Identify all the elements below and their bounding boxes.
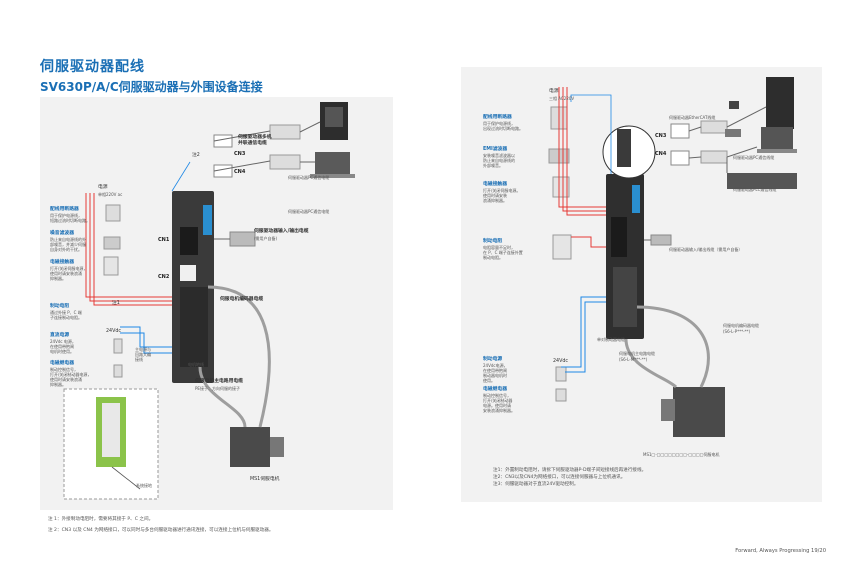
right-ethercat-cable: 伺服驱动器EtherCAT线缆 [669, 115, 716, 120]
page-title: 伺服驱动器配线 [40, 59, 145, 75]
left-cn1-tag: CN1 [158, 237, 170, 243]
right-vdc24: 24Vdc [553, 359, 569, 364]
right-cn4-tag: CN4 [655, 151, 667, 157]
right-power-label: 电源 [549, 89, 559, 94]
left-breaker-title: 配线用断路器 [50, 207, 79, 212]
left-filter-desc: 防止来自电源线的外 部噪音，并减少伺服 自身对外的干扰。 [50, 237, 86, 252]
bottom-note-2: 注 2：CN3 以及 CN4 为网络接口，可以同时与多台伺服驱动器进行通讯连接，… [48, 528, 274, 533]
left-contactor-desc: 打开/关闭伺服电源， 使用时请安装浪涌 抑制器。 [50, 266, 88, 281]
right-encoder-cable: 伺服电机编码器电缆 [723, 323, 759, 328]
right-io-cable: 伺服驱动器输入/输出线缆（需用户自备） [669, 247, 743, 252]
right-pc-cable: 伺服驱动器PC通信线缆 [733, 155, 775, 160]
left-ground-note: 主电源与 回路大编 接线 [135, 347, 151, 362]
right-diagram-drawing [548, 77, 797, 437]
left-resistor-desc: 通过外接 P、C 端 子连接制动电阻。 [50, 310, 82, 320]
right-contactor-title: 电磁接触器 [483, 182, 507, 187]
left-multi-cable-title: 伺服驱动器多机 并联通信电缆 [238, 135, 272, 146]
left-note-2: 注2 [192, 153, 200, 158]
right-motor-model: (S6-L-M***-**) [619, 357, 648, 362]
left-breaker-desc: 用于保护电源线， 短路过流时切断电路。 [50, 213, 90, 223]
right-brake-relay-desc: 制动控制信号， 打开/关闭制动器 电源。使用时请 安装浪涌抑制器。 [483, 393, 515, 413]
left-brake-relay-title: 电磁继电器 [50, 361, 74, 366]
right-dc24-title: 制动电源 [483, 357, 503, 362]
left-cn2-tag: CN2 [158, 274, 170, 280]
right-encoder-model: (S6-L-P***-**) [723, 329, 751, 334]
left-ground-caption: 电机地线 [188, 362, 204, 367]
left-dc24-title: 直流电源 [50, 333, 70, 338]
right-motor-label: MS1□-□□□□□□□□-□□□□伺服电机 [643, 452, 720, 457]
left-vdc24: 24Vdc [106, 329, 122, 334]
right-emi-desc: 安装噪音滤波器以 防止来自电源线的 外部噪音。 [483, 153, 515, 168]
right-cn3-tag: CN3 [655, 133, 667, 139]
right-dc24-desc: 24Vdc电源， 在使用带抱闸 制动器电机时 使用。 [483, 363, 508, 383]
left-motor-label: MS1伺服电机 [250, 477, 280, 482]
right-emi-title: EMI滤波器 [483, 147, 508, 152]
left-brake-relay-desc: 制动控制信号， 打开/关闭制动器电源， 使用时请安装浪涌 抑制器。 [50, 367, 92, 387]
page-footer: Forward, Always Progressing 19/20 [735, 548, 826, 554]
right-note-1: 注1：外置制动电阻时，请拆下伺服驱动器P-D端子间短接线后再进行接线。 [493, 468, 647, 473]
left-power-spec: 单相220V ac [98, 192, 123, 197]
left-wiring-diagram: 注2 电源 单相220V ac 配线用断路器 用于保护电源线， 短路过流时切断电… [40, 97, 393, 510]
left-motor-cable-title: 伺服电机主电路用电缆 [195, 379, 243, 384]
right-brake-cable: 单对制动器电缆 [597, 337, 625, 342]
right-breaker-title: 配线用断路器 [483, 115, 512, 120]
left-io-cable-sub: (需用户自备) [254, 236, 278, 241]
right-brake-relay-title: 电磁继电器 [483, 387, 507, 392]
left-brake-box-label: 系统接地 [136, 483, 152, 488]
right-resistor-desc: 电阻容量不足时， 在 P、C 端子连接外置 制动电阻。 [483, 245, 523, 260]
left-pc-cable-2: 伺服驱动器PC通信电缆 [288, 209, 330, 214]
left-pc-cable: 伺服驱动器PC通信电缆 [288, 175, 330, 180]
left-contactor-title: 电磁接触器 [50, 260, 74, 265]
left-power-label: 电源 [98, 185, 108, 190]
bottom-note-1: 注 1：外接制动电阻时，需要将其接于 P、C 之间。 [48, 517, 154, 522]
right-contactor-desc: 打开/关闭伺服电源。 使用时请安装 浪涌抑制器。 [483, 188, 521, 203]
right-plc-cable: 伺服驱动器PLC通信线缆 [733, 187, 777, 192]
left-cn4-tag: CN4 [234, 169, 246, 175]
left-io-cable: 伺服驱动器输入/输出电缆 [254, 229, 309, 234]
left-motor-cable-sub: PE接于：方向伺服的接子 [195, 386, 240, 391]
right-note-2: 注2：CN3以及CN4为网络接口，可以连接伺服器与上位机通讯。 [493, 475, 626, 480]
right-note-3: 注3：伺服驱动器对于直流24V驱动控制。 [493, 482, 579, 487]
left-diagram-drawing [63, 102, 355, 500]
left-encoder-cable: 伺服电机编码器电缆 [220, 297, 264, 302]
left-dc24-desc: 24Vdc 电源， 在使用带抱闸 电机时使用。 [50, 339, 76, 354]
left-note-1: 注1 [112, 301, 120, 306]
right-resistor-title: 制动电阻 [483, 239, 503, 244]
right-motor-cable: 伺服电机主电路电缆 [619, 351, 655, 356]
left-cn3-tag: CN3 [234, 151, 246, 157]
left-filter-title: 噪音滤波器 [50, 231, 74, 236]
right-breaker-desc: 用于保护电源线， 出现过流时切断电路。 [483, 121, 523, 131]
page-subtitle: SV630P/A/C伺服驱动器与外围设备连接 [40, 80, 263, 94]
right-wiring-diagram: 电源 三相 AC220V 配线用断路器 用于保护电源线， 出现过流时切断电路。 … [461, 67, 822, 502]
right-power-spec: 三相 AC220V [549, 96, 575, 101]
left-resistor-title: 制动电阻 [50, 304, 70, 309]
